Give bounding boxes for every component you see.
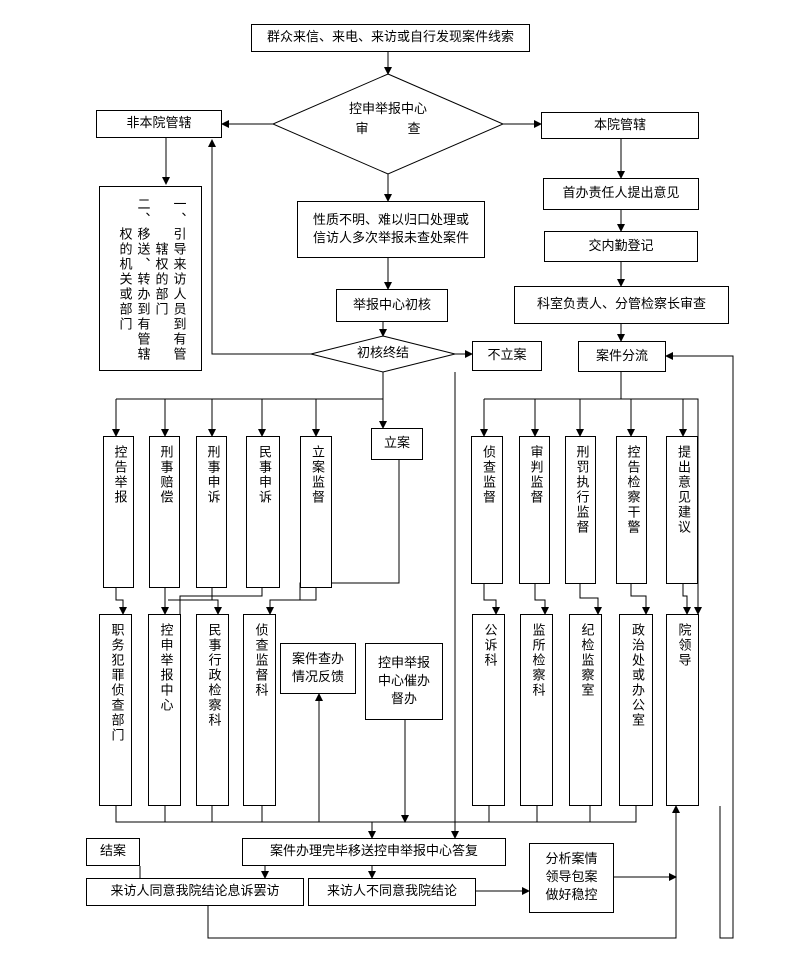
category-trial-supervision: 审判监督	[519, 436, 550, 584]
dept-review-box: 科室负责人、分管检察长审查	[514, 286, 729, 324]
category-compensation: 刑事赔偿	[149, 436, 180, 588]
not-ours-box: 非本院管辖	[96, 110, 222, 138]
category-suggestion: 提出意见建议	[666, 436, 698, 584]
center-review-text: 控申举报中心 审 查	[348, 102, 427, 137]
dept-political: 政治处或办公室	[619, 614, 653, 806]
initial-conclusion-text: 初核终结	[356, 346, 409, 361]
dept-complaint-center: 控申举报中心	[148, 614, 181, 806]
category-criminal-appeal: 刑事申诉	[196, 436, 227, 588]
dept-duty-crime: 职务犯罪侦查部门	[99, 614, 132, 806]
dept-prison: 监所检察科	[520, 614, 553, 806]
unclear-box: 性质不明、难以归口处理或 信访人多次举报未查处案件	[297, 201, 485, 258]
dept-prosecution: 公诉科	[472, 614, 505, 806]
first-opinion-box: 首办责任人提出意见	[543, 178, 699, 210]
feedback-box: 案件查办 情况反馈	[280, 643, 356, 694]
category-filing-supervision: 立案监督	[300, 436, 332, 588]
agree-box: 来访人同意我院结论息诉罢访	[86, 878, 304, 906]
case-split-box: 案件分流	[578, 341, 666, 372]
no-case-box: 不立案	[472, 341, 542, 371]
completed-box: 案件办理完毕移送控申举报中心答复	[242, 838, 506, 866]
category-police: 控告检察干警	[616, 436, 647, 584]
category-complaint: 控告举报	[103, 436, 134, 588]
analyze-box: 分析案情 领导包案 做好稳控	[529, 843, 614, 913]
not-ours-detail-2: 二、移送、转办到有管辖权的机关或部门	[116, 196, 150, 362]
initial-check-box: 举报中心初核	[336, 289, 448, 322]
urge-box: 控申举报 中心催办 督办	[365, 643, 443, 720]
not-ours-detail-1: 一、引导来访人员到有管辖权的部门	[152, 196, 186, 362]
closed-box: 结案	[86, 838, 140, 866]
file-case-box: 立案	[371, 428, 423, 460]
category-investigation-supervision: 侦查监督	[471, 436, 503, 584]
start-box: 群众来信、来电、来访或自行发现案件线索	[251, 24, 530, 52]
dept-leaders: 院领导	[666, 614, 699, 806]
dept-investigation-supervision: 侦查监督科	[243, 614, 276, 806]
disagree-box: 来访人不同意我院结论	[308, 878, 476, 906]
ours-box: 本院管辖	[541, 112, 699, 139]
register-box: 交内勤登记	[544, 231, 698, 262]
category-execution-supervision: 刑罚执行监督	[565, 436, 596, 584]
category-civil-appeal: 民事申诉	[246, 436, 280, 588]
dept-civil-admin: 民事行政检察科	[196, 614, 229, 806]
dept-discipline: 纪检监察室	[569, 614, 602, 806]
not-ours-detail-box: 一、引导来访人员到有管辖权的部门 二、移送、转办到有管辖权的机关或部门	[99, 186, 202, 371]
